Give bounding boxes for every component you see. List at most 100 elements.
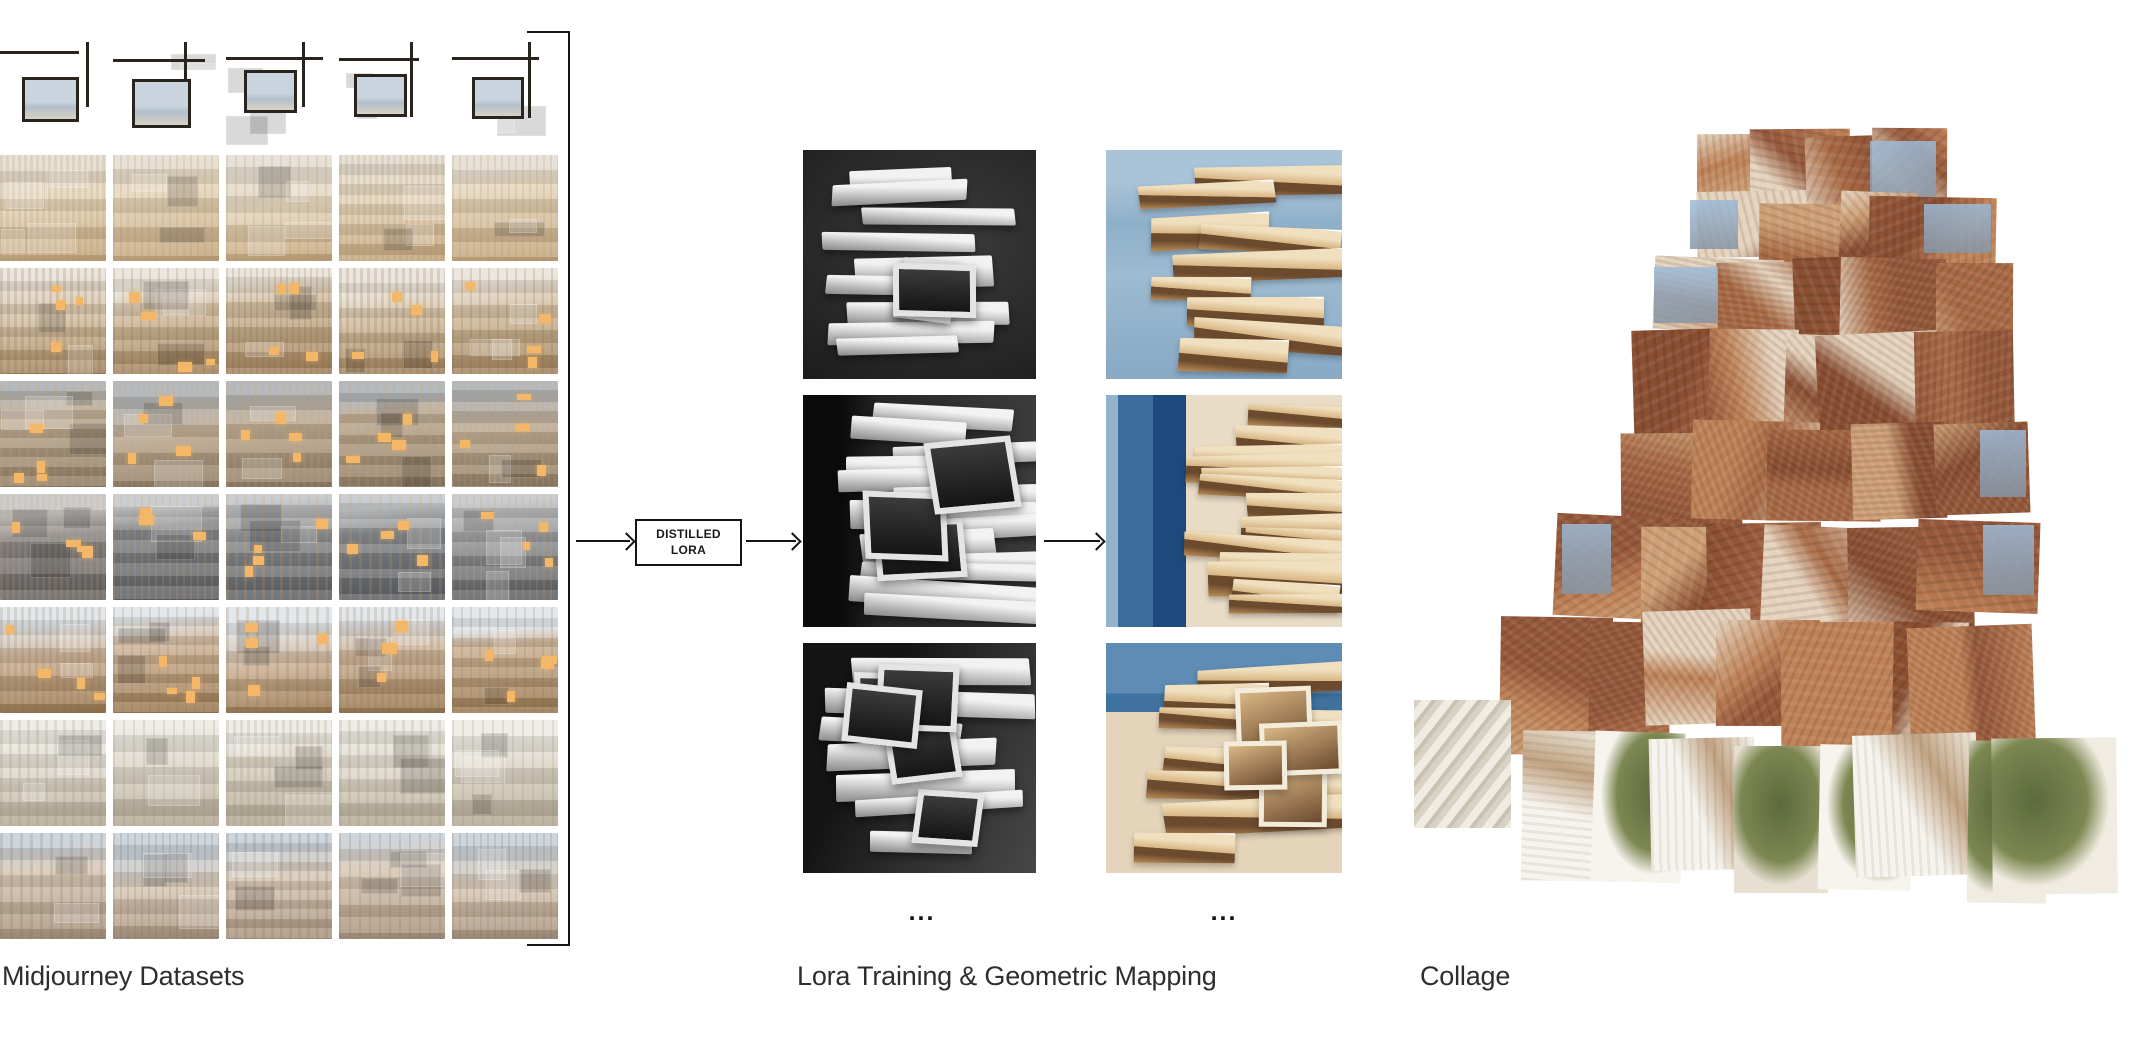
module-shape — [455, 750, 499, 777]
lit-window-shape — [128, 453, 136, 464]
arrowhead-icon — [1087, 532, 1106, 551]
module-shape — [61, 663, 93, 678]
module-shape — [295, 746, 323, 770]
dataset-thumbnail — [339, 833, 445, 939]
arrow-lora-to-depthmaps — [746, 532, 802, 551]
window-view-shape — [22, 77, 79, 122]
module-shape — [149, 622, 170, 642]
distilled-lora-line2: LORA — [670, 542, 707, 557]
render-slab-shape — [1177, 337, 1290, 374]
dataset-thumbnail — [339, 42, 445, 148]
lit-window-shape — [76, 297, 83, 305]
lit-window-shape — [523, 542, 530, 550]
dataset-thumbnail — [452, 494, 558, 600]
dataset-thumbnail — [452, 833, 558, 939]
sky-patch-shape — [1690, 200, 1738, 249]
module-shape — [23, 783, 45, 801]
module-shape — [63, 507, 91, 529]
lit-window-shape — [245, 566, 253, 577]
module-shape — [285, 795, 332, 826]
lit-window-shape — [541, 659, 554, 669]
render-slab-shape — [1228, 593, 1342, 614]
lit-window-shape — [178, 362, 192, 372]
module-shape — [380, 412, 403, 438]
module-shape — [30, 543, 71, 578]
depth-open-box-shape — [911, 789, 985, 847]
dataset-thumbnail — [452, 381, 558, 487]
module-shape — [390, 851, 427, 868]
window-view-shape — [132, 79, 191, 128]
dataset-thumbnail — [226, 381, 332, 487]
dataset-thumbnail — [226, 268, 332, 374]
module-shape — [167, 176, 198, 207]
overlay-line-shape — [410, 42, 413, 117]
module-shape — [286, 181, 309, 202]
module-shape — [401, 456, 432, 487]
lit-window-shape — [378, 433, 391, 442]
lit-window-shape — [269, 347, 279, 355]
sky-patch-shape — [1924, 204, 1991, 253]
lit-window-shape — [460, 440, 470, 448]
module-shape — [4, 113, 26, 131]
lit-window-shape — [82, 546, 93, 558]
dataset-thumbnail — [113, 607, 219, 713]
caption-lora-training: Lora Training & Geometric Mapping — [797, 961, 1217, 991]
collage-tile — [1733, 745, 1829, 894]
lit-window-shape — [306, 352, 318, 361]
lit-window-shape — [347, 544, 358, 554]
module-shape — [281, 526, 317, 543]
dataset-thumbnail — [0, 494, 106, 600]
module-shape — [289, 286, 312, 320]
dataset-thumbnail — [226, 494, 332, 600]
module-shape — [237, 620, 280, 654]
bracket-vertical — [568, 31, 570, 946]
module-shape — [274, 766, 323, 788]
lit-window-shape — [539, 314, 551, 323]
module-shape — [285, 222, 332, 239]
module-shape — [54, 903, 99, 923]
distilled-lora-line1: DISTILLED — [656, 526, 721, 541]
window-view-shape — [472, 77, 524, 119]
module-shape — [494, 222, 545, 237]
lit-window-shape — [192, 677, 200, 689]
module-shape — [400, 853, 445, 887]
overlay-line-shape — [184, 42, 187, 109]
collage-tile — [1991, 737, 2118, 895]
dataset-thumbnail — [113, 494, 219, 600]
module-shape — [250, 406, 296, 421]
module-shape — [461, 756, 505, 783]
module-shape — [232, 852, 278, 877]
overlay-line-shape — [86, 42, 89, 107]
render-image — [1106, 395, 1342, 627]
lit-window-shape — [139, 414, 148, 423]
module-shape — [472, 794, 492, 815]
dataset-thumbnail — [113, 268, 219, 374]
collage-tile — [1780, 621, 1900, 751]
module-shape — [154, 460, 203, 487]
module-shape — [274, 294, 317, 311]
module-shape — [226, 116, 268, 145]
collage-tile — [1851, 732, 1981, 878]
depth-map-image — [803, 150, 1036, 379]
lit-window-shape — [253, 556, 264, 565]
dataset-thumbnail — [113, 155, 219, 261]
module-shape — [240, 504, 282, 532]
lit-window-shape — [527, 346, 541, 353]
lit-window-shape — [56, 300, 65, 310]
lit-window-shape — [246, 638, 258, 648]
lit-window-shape — [507, 691, 515, 702]
module-shape — [404, 186, 445, 220]
dataset-thumbnail — [452, 268, 558, 374]
module-shape — [155, 289, 206, 316]
lit-window-shape — [52, 286, 61, 292]
module-shape — [68, 345, 93, 374]
module-shape — [234, 736, 279, 755]
lit-window-shape — [129, 292, 140, 303]
overlay-line-shape — [339, 58, 419, 61]
module-shape — [143, 281, 189, 310]
lit-window-shape — [465, 282, 475, 290]
module-shape — [118, 628, 166, 644]
module-shape — [143, 854, 167, 887]
dataset-thumbnail — [452, 42, 558, 148]
lit-window-shape — [12, 522, 20, 533]
